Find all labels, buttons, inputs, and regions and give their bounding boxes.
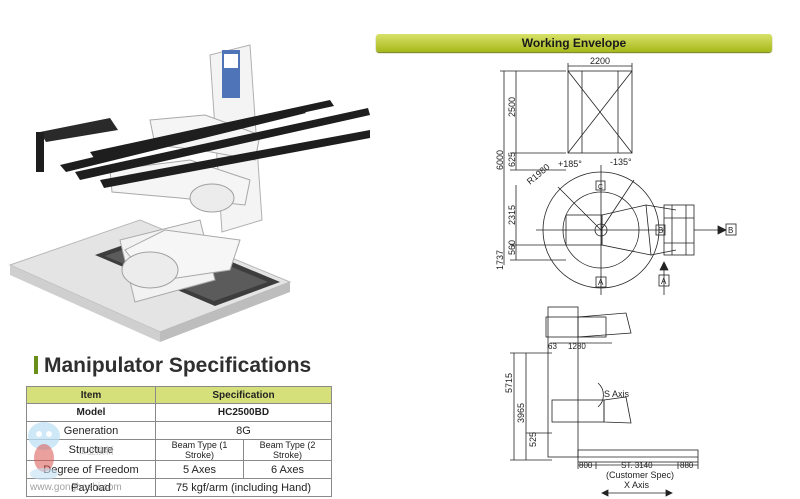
working-envelope-title: Working Envelope <box>521 36 627 50</box>
dim-5715: 5715 <box>504 373 514 393</box>
dim-1280: 1280 <box>568 342 586 351</box>
dim-stroke: ST. 3140 <box>621 461 653 470</box>
dim-525: 525 <box>528 432 538 447</box>
working-envelope-banner: Working Envelope <box>376 34 772 52</box>
section-c: C <box>598 184 603 191</box>
table-row-model: Model HC2500BD <box>26 403 332 422</box>
model-value: HC2500BD <box>155 403 332 422</box>
dim-2500: 2500 <box>507 97 517 117</box>
specifications-heading: Manipulator Specifications <box>34 354 311 378</box>
header-item: Item <box>26 386 156 404</box>
header-specification: Specification <box>155 386 332 404</box>
table-row-payload: Payload 75 kgf/arm (including Hand) <box>26 478 332 497</box>
working-envelope-diagram: 2200 2500 6000 625 2315 560 1737 R1980 +… <box>495 56 737 497</box>
dof-value-1: 5 Axes <box>155 460 244 479</box>
table-row-dof: Degree of Freedom 5 Axes 6 Axes <box>26 460 332 479</box>
table-row-structure: Structure Beam Type (1 Stroke) Beam Type… <box>26 439 332 461</box>
radius-label: R1980 <box>525 162 552 187</box>
dim-560: 560 <box>507 240 517 255</box>
payload-label: Payload <box>26 478 156 497</box>
x-axis-label: X Axis <box>624 480 650 490</box>
heading-marker <box>34 356 38 374</box>
dim-2315: 2315 <box>507 205 517 225</box>
generation-label: Generation <box>26 421 156 440</box>
s-axis-label: S Axis <box>604 389 630 399</box>
table-header-row: Item Specification <box>26 386 332 404</box>
section-b-right: B <box>728 226 733 235</box>
dim-625: 625 <box>507 152 517 167</box>
dim-1737: 1737 <box>495 250 505 270</box>
dim-880: 880 <box>680 461 694 470</box>
specifications-title: Manipulator Specifications <box>44 354 312 377</box>
table-row-generation: Generation 8G <box>26 421 332 440</box>
manipulator-photo <box>8 44 370 342</box>
model-label: Model <box>26 403 156 422</box>
angle-negative: -135° <box>610 157 632 167</box>
dim-800: 800 <box>579 461 593 470</box>
structure-label: Structure <box>26 439 156 461</box>
dof-value-2: 6 Axes <box>243 460 332 479</box>
section-a-right: A <box>661 277 667 286</box>
section-b-left: B <box>658 226 663 235</box>
section-a-bottom: A <box>598 278 604 287</box>
specifications-table: Item Specification Model HC2500BD Genera… <box>26 386 332 497</box>
angle-positive: +185° <box>558 159 582 169</box>
generation-value: 8G <box>155 421 332 440</box>
dof-label: Degree of Freedom <box>26 460 156 479</box>
structure-value-2: Beam Type (2 Stroke) <box>243 439 332 461</box>
dim-6000: 6000 <box>495 150 505 170</box>
customer-spec-label: (Customer Spec) <box>606 470 674 480</box>
structure-value-1: Beam Type (1 Stroke) <box>155 439 244 461</box>
payload-value: 75 kgf/arm (including Hand) <box>155 478 332 497</box>
dim-top-width: 2200 <box>590 56 610 66</box>
dim-3965: 3965 <box>516 403 526 423</box>
dim-63: 63 <box>548 342 557 351</box>
